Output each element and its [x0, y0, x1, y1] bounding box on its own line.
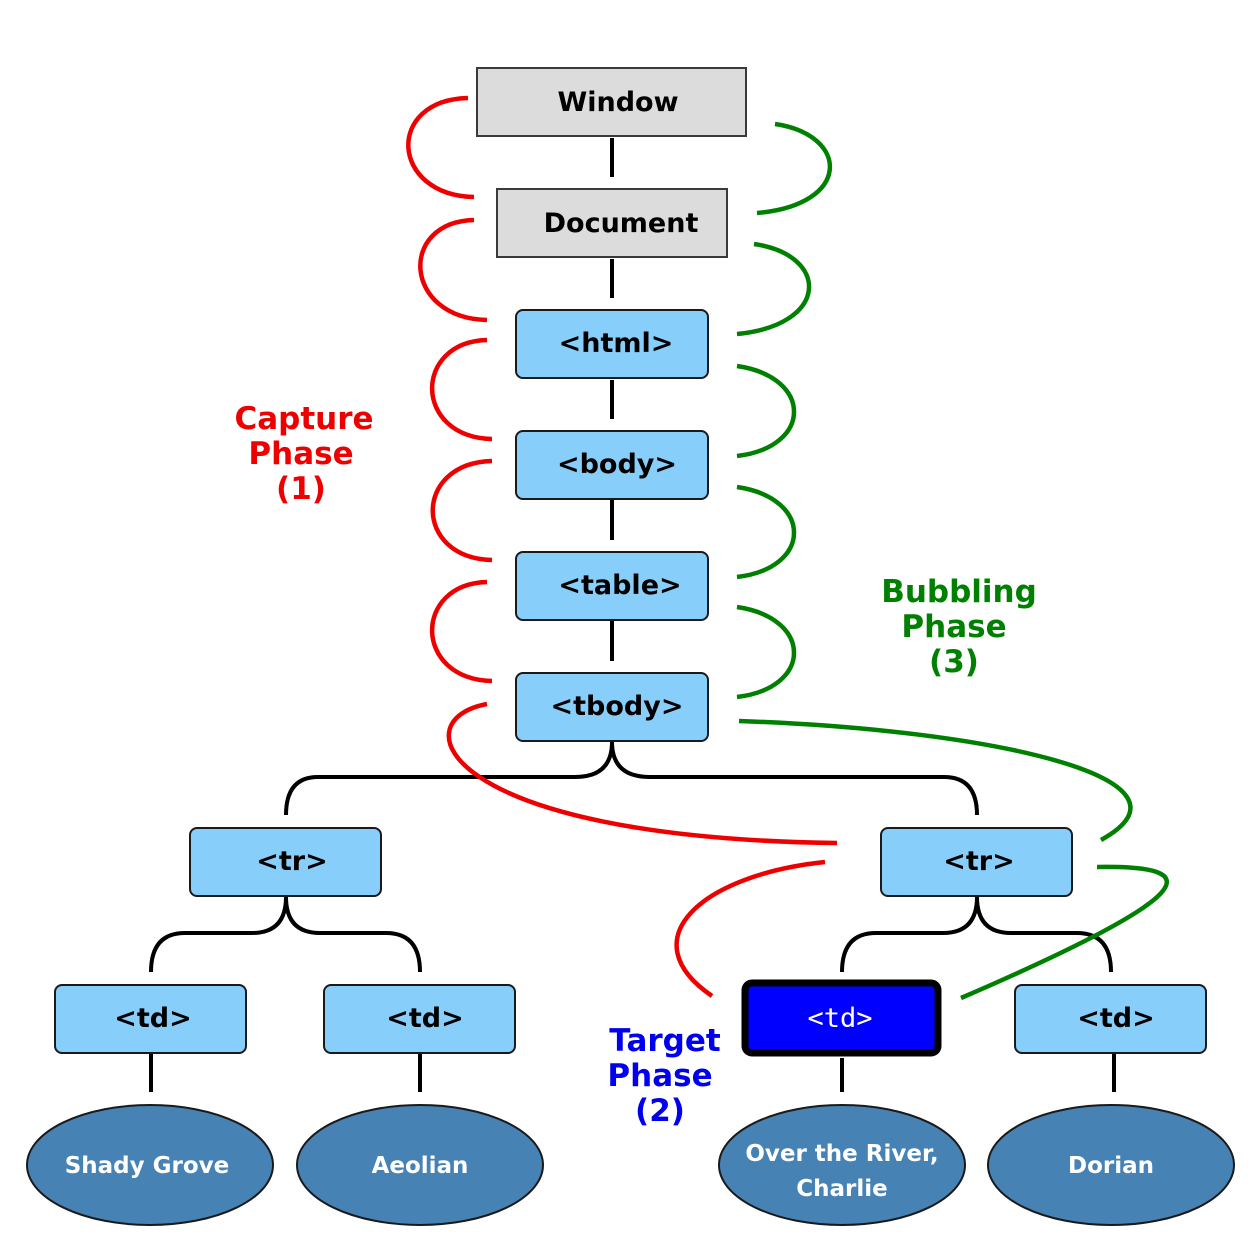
- bubbling-phase-line2: Phase: [901, 609, 1006, 645]
- node-table-label: <table>: [558, 570, 681, 601]
- target-phase-line2: Phase: [607, 1058, 712, 1094]
- node-td-2-label: <td>: [386, 1003, 463, 1034]
- node-tr-right-label: <tr>: [943, 846, 1014, 877]
- node-td-1: <td>: [54, 984, 247, 1054]
- leaf-dorian-label: Dorian: [1068, 1153, 1154, 1179]
- leaf-aeolian: Aeolian: [296, 1104, 544, 1226]
- node-body: <body>: [515, 430, 709, 500]
- node-td-target: <td>: [741, 979, 942, 1057]
- node-window-label: Window: [557, 87, 678, 118]
- bubbling-phase-label: Bubbling Phase (3): [881, 574, 1037, 680]
- node-td-4-label: <td>: [1077, 1003, 1154, 1034]
- node-td-2: <td>: [323, 984, 516, 1054]
- leaf-over-the-river: Over the River, Charlie: [718, 1104, 966, 1226]
- node-tr-left: <tr>: [189, 827, 382, 897]
- node-document-label: Document: [544, 208, 699, 239]
- target-phase-line1: Target: [609, 1023, 721, 1059]
- node-tbody: <tbody>: [515, 672, 709, 742]
- target-phase-label: Target Phase (2): [607, 1023, 720, 1129]
- node-html: <html>: [515, 309, 709, 379]
- capture-phase-label: Capture Phase (1): [234, 401, 373, 507]
- tree-connectors: [149, 138, 1116, 1092]
- node-td-4: <td>: [1014, 984, 1207, 1054]
- node-tbody-label: <tbody>: [551, 691, 684, 722]
- node-tr-right: <tr>: [880, 827, 1073, 897]
- node-body-label: <body>: [557, 449, 677, 480]
- node-document: Document: [496, 188, 728, 258]
- leaf-shady-grove-label: Shady Grove: [65, 1153, 230, 1179]
- leaf-over-the-river-line1: Over the River,: [745, 1141, 938, 1167]
- node-td-target-label: <td>: [807, 1003, 872, 1034]
- capture-phase-line2: Phase: [248, 436, 353, 472]
- node-window: Window: [476, 67, 747, 137]
- capture-phase-line1: Capture: [234, 401, 373, 437]
- node-tr-left-label: <tr>: [256, 846, 327, 877]
- leaf-aeolian-label: Aeolian: [372, 1153, 469, 1179]
- node-td-1-label: <td>: [114, 1003, 191, 1034]
- leaf-dorian: Dorian: [987, 1104, 1235, 1226]
- bubbling-arcs: [736, 121, 1169, 1001]
- node-table: <table>: [515, 551, 709, 621]
- bubbling-phase-line3: (3): [929, 644, 979, 680]
- leaf-shady-grove: Shady Grove: [26, 1104, 274, 1226]
- bubbling-phase-line1: Bubbling: [881, 574, 1037, 610]
- capture-arcs: [406, 95, 838, 998]
- capture-phase-line3: (1): [276, 471, 326, 507]
- node-html-label: <html>: [559, 328, 674, 359]
- leaf-over-the-river-line2: Charlie: [796, 1176, 887, 1202]
- target-phase-line3: (2): [635, 1093, 685, 1129]
